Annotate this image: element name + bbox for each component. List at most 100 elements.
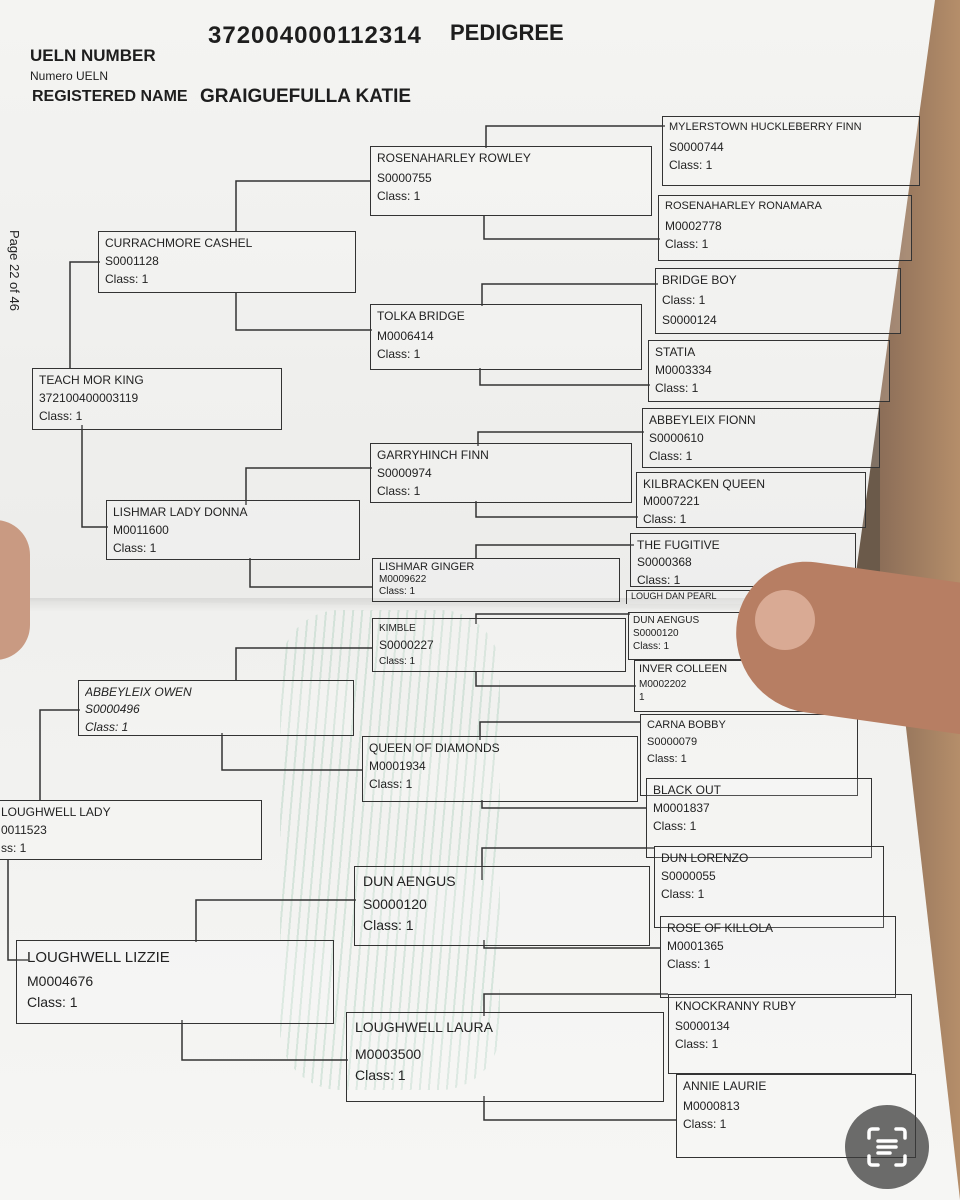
horse-name: CURRACHMORE CASHEL bbox=[105, 236, 253, 250]
horse-class: Class: 1 bbox=[643, 512, 687, 527]
horse-class: Class: 1 bbox=[379, 586, 416, 598]
horse-id: S0000079 bbox=[647, 736, 698, 749]
gen3-box-1: ROSENAHARLEY ROWLEY S0000755 Class: 1 bbox=[370, 146, 652, 216]
ueln-number-value: 372004000112314 bbox=[208, 22, 422, 49]
horse-id: M0001365 bbox=[667, 939, 724, 954]
horse-class: Class: 1 bbox=[653, 819, 697, 834]
horse-id: S0000227 bbox=[379, 638, 434, 652]
horse-id: M0002202 bbox=[639, 679, 687, 691]
horse-id: S0000368 bbox=[637, 555, 692, 570]
horse-id: S0000744 bbox=[669, 140, 724, 155]
horse-name: LISHMAR LADY DONNA bbox=[113, 505, 248, 519]
numero-ueln-label: Numero UELN bbox=[30, 69, 109, 83]
horse-name: ROSENAHARLEY RONAMARA bbox=[665, 200, 822, 212]
horse-class: 1 bbox=[639, 692, 645, 704]
horse-class: Class: 1 bbox=[669, 158, 713, 173]
gen4-box-1: MYLERSTOWN HUCKLEBERRY FINN S0000744 Cla… bbox=[662, 116, 920, 186]
gen3-box-8: LOUGHWELL LAURA M0003500 Class: 1 bbox=[346, 1012, 664, 1102]
horse-name: THE FUGITIVE bbox=[637, 538, 720, 552]
horse-class: Class: 1 bbox=[633, 641, 670, 652]
horse-class: ss: 1 bbox=[1, 841, 27, 856]
registered-name-label: REGISTERED NAME bbox=[32, 88, 188, 105]
horse-class: Class: 1 bbox=[369, 777, 413, 792]
page-fold bbox=[0, 598, 860, 612]
sire-box: TEACH MOR KING 372100400003119 Class: 1 bbox=[32, 368, 282, 430]
horse-name: TOLKA BRIDGE bbox=[377, 309, 465, 323]
ueln-number-label: UELN NUMBER bbox=[30, 46, 156, 65]
horse-id: S0000124 bbox=[662, 313, 717, 328]
horse-name: LOUGH DAN PEARL bbox=[631, 591, 717, 601]
text-scan-icon bbox=[867, 1127, 907, 1167]
dam-dam-box: LOUGHWELL LIZZIE M0004676 Class: 1 bbox=[16, 940, 334, 1024]
horse-class: Class: 1 bbox=[665, 237, 709, 252]
watermark bbox=[280, 610, 500, 1090]
horse-id: M0001934 bbox=[369, 759, 426, 774]
horse-name: DUN AENGUS bbox=[633, 615, 700, 626]
gen3-box-7: DUN AENGUS S0000120 Class: 1 bbox=[354, 866, 650, 946]
gen4-box-11: CARNA BOBBY S0000079 Class: 1 bbox=[640, 714, 858, 796]
horse-id: S0000610 bbox=[649, 431, 704, 446]
horse-class: Class: 1 bbox=[675, 1037, 719, 1052]
horse-name: BLACK OUT bbox=[653, 783, 722, 797]
horse-name: STATIA bbox=[655, 345, 696, 359]
horse-name: ABBEYLEIX FIONN bbox=[649, 413, 756, 427]
horse-id: S0000496 bbox=[85, 702, 140, 717]
horse-class: Class: 1 bbox=[85, 720, 129, 735]
gen4-box-6: KILBRACKEN QUEEN M0007221 Class: 1 bbox=[636, 472, 866, 528]
horse-name: LOUGHWELL LADY bbox=[1, 805, 111, 819]
thumbnail bbox=[755, 590, 815, 650]
page-top bbox=[0, 0, 935, 610]
horse-name: DUN AENGUS bbox=[363, 873, 456, 889]
horse-id: M0002778 bbox=[665, 219, 722, 234]
gen3-box-5: KIMBLE S0000227 Class: 1 bbox=[372, 618, 626, 672]
sire-dam-box: LISHMAR LADY DONNA M0011600 Class: 1 bbox=[106, 500, 360, 560]
horse-id: M0003500 bbox=[355, 1045, 422, 1062]
gen4-box-12: BLACK OUT M0001837 Class: 1 bbox=[646, 778, 872, 858]
horse-name: ROSENAHARLEY ROWLEY bbox=[377, 151, 531, 165]
horse-class: Class: 1 bbox=[105, 272, 149, 287]
gen3-box-2: TOLKA BRIDGE M0006414 Class: 1 bbox=[370, 304, 642, 370]
horse-class: Class: 1 bbox=[377, 347, 421, 362]
gen4-box-2: ROSENAHARLEY RONAMARA M0002778 Class: 1 bbox=[658, 195, 912, 261]
horse-name: DUN LORENZO bbox=[661, 851, 749, 865]
horse-class: Class: 1 bbox=[655, 381, 699, 396]
horse-name: ABBEYLEIX OWEN bbox=[85, 685, 192, 699]
horse-name: KNOCKRANNY RUBY bbox=[675, 999, 797, 1013]
horse-id: M0009622 bbox=[379, 574, 427, 586]
horse-id: S0000755 bbox=[377, 171, 432, 186]
horse-class: Class: 1 bbox=[662, 293, 706, 308]
horse-name: INVER COLLEEN bbox=[639, 663, 728, 675]
horse-id: M0007221 bbox=[643, 494, 700, 509]
gen4-box-13: DUN LORENZO S0000055 Class: 1 bbox=[654, 846, 884, 928]
horse-name: LISHMAR GINGER bbox=[379, 561, 475, 573]
horse-class: Class: 1 bbox=[649, 449, 693, 464]
horse-name: KILBRACKEN QUEEN bbox=[643, 477, 766, 491]
horse-class: Class: 1 bbox=[661, 887, 705, 902]
horse-name: QUEEN OF DIAMONDS bbox=[369, 741, 500, 755]
text-scan-button[interactable] bbox=[845, 1105, 929, 1189]
horse-class: Class: 1 bbox=[377, 189, 421, 204]
horse-name: LOUGHWELL LIZZIE bbox=[27, 949, 170, 966]
horse-id: M0003334 bbox=[655, 363, 712, 378]
left-thumb bbox=[0, 520, 30, 660]
horse-id: S0001128 bbox=[105, 254, 159, 269]
horse-class: Class: 1 bbox=[377, 484, 421, 499]
horse-class: Class: 1 bbox=[39, 409, 83, 424]
horse-class: Class: 1 bbox=[27, 994, 78, 1010]
horse-name: KIMBLE bbox=[379, 623, 416, 634]
horse-id: S0000974 bbox=[377, 466, 432, 481]
horse-id: M0006414 bbox=[377, 329, 434, 344]
horse-id: S0000120 bbox=[633, 628, 679, 639]
horse-class: Class: 1 bbox=[683, 1117, 727, 1132]
horse-class: Class: 1 bbox=[647, 752, 687, 765]
gen4-box-14: ROSE OF KILLOLA M0001365 Class: 1 bbox=[660, 916, 896, 998]
gen3-box-4: LISHMAR GINGER M0009622 Class: 1 bbox=[372, 558, 620, 602]
horse-id: 0011523 bbox=[1, 823, 47, 838]
horse-class: Class: 1 bbox=[667, 957, 711, 972]
pedigree-label: PEDIGREE bbox=[450, 20, 564, 45]
horse-name: TEACH MOR KING bbox=[39, 373, 144, 387]
horse-id: M0011600 bbox=[113, 523, 169, 538]
horse-name: ANNIE LAURIE bbox=[683, 1079, 767, 1093]
horse-id: S0000055 bbox=[661, 869, 716, 884]
